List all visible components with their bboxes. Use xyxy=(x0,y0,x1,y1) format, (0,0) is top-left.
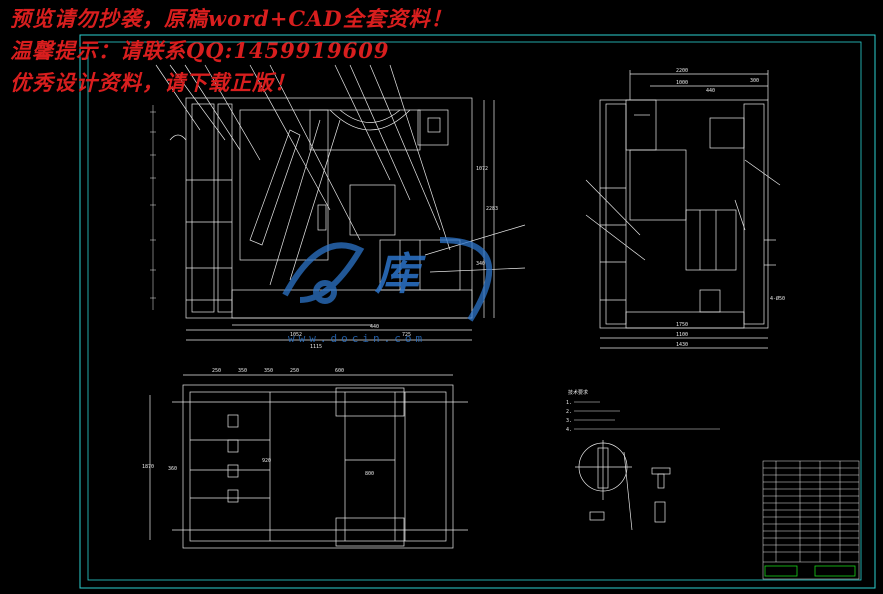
svg-text:3.: 3. xyxy=(566,418,572,424)
front-dim-right-h1: 1072 xyxy=(476,166,488,172)
svg-text:350: 350 xyxy=(238,368,247,374)
watermark-line-1: 预览请勿抄袭，原稿word+CAD全套资料！ xyxy=(10,6,453,31)
svg-text:250: 250 xyxy=(212,368,221,374)
front-view-ticks xyxy=(150,105,156,310)
front-dim-bottom-b: 725 xyxy=(402,332,411,338)
plan-view xyxy=(149,374,468,549)
front-dim-bottom-c: 440 xyxy=(370,324,379,330)
inner-border xyxy=(87,41,862,581)
side-dim-top-a: 1000 xyxy=(676,80,688,86)
watermark-line-3: 优秀设计资料，请下载正版！ xyxy=(10,70,296,95)
outer-border xyxy=(79,34,876,589)
svg-text:2.: 2. xyxy=(566,409,572,415)
plan-dim-inner-b: 360 xyxy=(168,466,177,472)
watermark-line-2: 温馨提示：请联系QQ:1459919609 xyxy=(10,38,390,63)
side-dim-top-c: 300 xyxy=(750,78,759,84)
front-dim-bottom-total: 1115 xyxy=(310,344,322,350)
side-dim-bottom-a: 1100 xyxy=(676,332,688,338)
logo-text: 库 xyxy=(375,249,419,300)
svg-text:600: 600 xyxy=(335,368,344,374)
tech-notes: 技术要求 1. 2. 3. 4. xyxy=(566,389,720,433)
title-block-accent-2 xyxy=(814,565,856,577)
logo-shapes xyxy=(282,237,493,322)
title-block-accent xyxy=(764,565,798,577)
svg-text:4.: 4. xyxy=(566,427,572,433)
svg-text:技术要求: 技术要求 xyxy=(568,389,588,396)
plan-dim-inner-a: 920 xyxy=(262,458,271,464)
plan-view-top-dims: 250 350 350 250 600 xyxy=(212,368,344,374)
side-dim-top-b: 440 xyxy=(706,88,715,94)
side-dim-bottom-b: 1750 xyxy=(676,322,688,328)
side-dim-bottom-w: 1430 xyxy=(676,342,688,348)
svg-text:350: 350 xyxy=(264,368,273,374)
svg-text:250: 250 xyxy=(290,368,299,374)
plan-dim-left-h: 1870 xyxy=(142,464,154,470)
logo-url: www.docin.com xyxy=(288,332,427,345)
front-view xyxy=(155,64,526,341)
side-dim-top-w: 2200 xyxy=(676,68,688,74)
side-view xyxy=(585,70,781,349)
front-dim-right-h3: 340 xyxy=(476,261,485,267)
side-dim-note: 4-Ø50 xyxy=(770,295,785,302)
title-block xyxy=(762,460,860,580)
detail-views xyxy=(575,440,671,531)
front-dim-bottom-a: 1052 xyxy=(290,332,302,338)
front-dim-right-h2: 2283 xyxy=(486,206,498,212)
svg-text:1.: 1. xyxy=(566,400,572,406)
plan-dim-inner-c: 800 xyxy=(365,471,374,477)
